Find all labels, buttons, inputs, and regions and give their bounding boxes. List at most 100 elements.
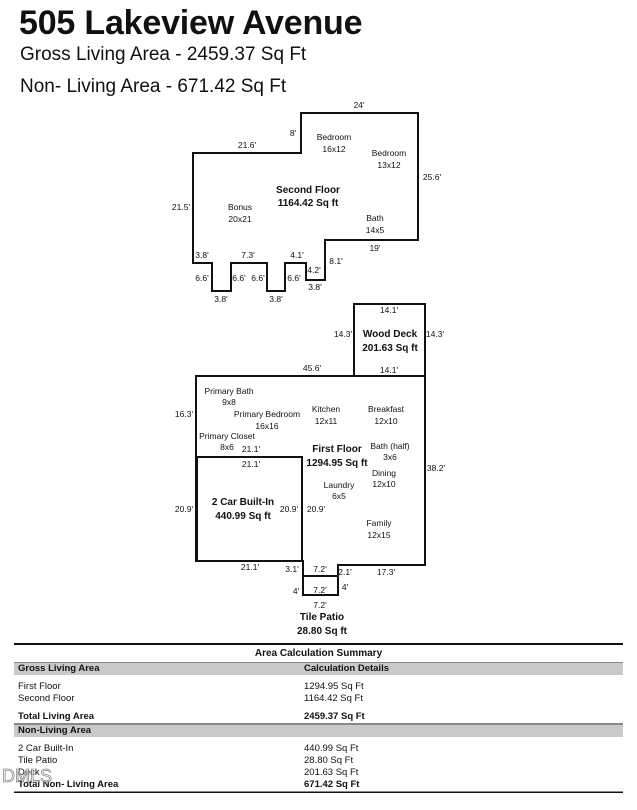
dim-label: 6.6' xyxy=(195,273,209,283)
table-row: Second Floor 1164.42 Sq Ft xyxy=(14,693,623,705)
dim-label: 3.8' xyxy=(269,294,283,304)
dim-label: 25.6' xyxy=(423,172,442,182)
row-value: 1164.42 Sq Ft xyxy=(304,693,363,704)
summary-title: Area Calculation Summary xyxy=(254,648,383,659)
row-label: Second Floor xyxy=(18,693,75,704)
row-value: 440.99 Sq Ft xyxy=(304,743,359,754)
dim-label: 2.1' xyxy=(338,567,352,577)
dim-label: 20.9' xyxy=(175,504,194,514)
table-row: Deck 201.63 Sq Ft xyxy=(14,767,623,779)
dim-label: 20.9' xyxy=(280,504,299,514)
non-living-area: Non- Living Area - 671.42 Sq Ft xyxy=(20,76,287,97)
room-size: 12x11 xyxy=(315,416,338,426)
dim-label: 21.1' xyxy=(241,562,260,572)
room-size: 16x12 xyxy=(322,144,345,154)
dim-label: 14.1' xyxy=(380,365,399,375)
calc-header: Calculation Details xyxy=(304,663,389,674)
table-row: Tile Patio 28.80 Sq Ft xyxy=(14,755,623,767)
row-value: 2459.37 Sq Ft xyxy=(304,711,365,722)
row-label: Total Non- Living Area xyxy=(18,779,119,790)
dim-label: 4.1' xyxy=(290,250,304,260)
dim-label: 21.1' xyxy=(242,459,261,469)
dim-label: 6.6' xyxy=(232,273,246,283)
total-row: Total Living Area 2459.37 Sq Ft xyxy=(14,711,623,724)
garage-name: 2 Car Built-In xyxy=(212,497,274,508)
room-name: Dining xyxy=(372,468,396,478)
garage-area: 440.99 Sq ft xyxy=(215,511,271,522)
dim-label: 21.5' xyxy=(172,202,191,212)
table-row: First Floor 1294.95 Sq Ft xyxy=(14,681,623,693)
floor-plan: 24' 8' 21.6' 25.6' 21.5' 19' 8.1' 3.8' 7… xyxy=(172,100,446,637)
dim-label: 14.3' xyxy=(426,329,445,339)
dim-label: 17.3' xyxy=(377,567,396,577)
dim-label: 14.3' xyxy=(334,329,353,339)
floor-name: First Floor xyxy=(312,444,362,455)
dim-label: 19' xyxy=(369,243,380,253)
room-name: Bedroom xyxy=(317,132,352,142)
patio-name: Tile Patio xyxy=(300,612,344,623)
dim-label: 7.3' xyxy=(241,250,255,260)
dim-label: 45.6' xyxy=(303,363,322,373)
dim-label: 8' xyxy=(290,128,297,138)
room-name: Bonus xyxy=(228,202,252,212)
floor-area: 1164.42 Sq ft xyxy=(278,198,339,209)
watermark-text: DMLS xyxy=(2,766,52,786)
floor-area: 1294.95 Sq ft xyxy=(306,458,368,469)
deck-area: 201.63 Sq ft xyxy=(362,343,418,354)
dim-label: 4.2' xyxy=(307,265,321,275)
room-size: 14x5 xyxy=(366,225,385,235)
room-size: 8x6 xyxy=(220,442,234,452)
room-size: 13x12 xyxy=(377,160,400,170)
room-size: 9x8 xyxy=(222,397,236,407)
room-name: Breakfast xyxy=(368,404,405,414)
room-name: Bath xyxy=(366,213,384,223)
patio-area: 28.80 Sq ft xyxy=(297,626,348,637)
dim-label: 7.2' xyxy=(313,564,327,574)
room-size: 12x15 xyxy=(367,530,390,540)
garage-outline xyxy=(196,456,303,562)
room-name: Family xyxy=(366,518,392,528)
nla-header-row: Non-Living Area xyxy=(14,724,623,737)
property-address: 505 Lakeview Avenue xyxy=(19,4,363,42)
room-size: 12x10 xyxy=(372,479,395,489)
dim-label: 3.8' xyxy=(214,294,228,304)
dim-label: 3.8' xyxy=(195,250,209,260)
dim-label: 6.6' xyxy=(251,273,265,283)
row-value: 28.80 Sq Ft xyxy=(304,755,354,766)
room-name: Primary Closet xyxy=(199,431,255,441)
area-summary-table: Area Calculation Summary Gross Living Ar… xyxy=(14,643,623,793)
floor-name: Second Floor xyxy=(276,185,340,196)
dim-label: 6.6' xyxy=(287,273,301,283)
row-label: Total Living Area xyxy=(18,711,95,722)
dim-label: 8.1' xyxy=(329,256,343,266)
room-name: Kitchen xyxy=(312,404,341,414)
gla-header-row: Gross Living Area Calculation Details xyxy=(14,662,623,675)
mls-watermark-logo: DMLS xyxy=(2,766,53,787)
room-size: 6x5 xyxy=(332,491,346,501)
gla-header: Gross Living Area xyxy=(18,663,100,674)
row-label: Tile Patio xyxy=(18,755,58,766)
total-row: Total Non- Living Area 671.42 Sq Ft xyxy=(14,779,623,792)
room-name: Bedroom xyxy=(372,148,407,158)
table-row: 2 Car Built-In 440.99 Sq Ft xyxy=(14,743,623,755)
room-name: Laundry xyxy=(324,480,355,490)
room-name: Bath (half) xyxy=(370,441,409,451)
second-floor-outline xyxy=(192,112,419,292)
deck-name: Wood Deck xyxy=(363,329,418,340)
dim-label: 21.6' xyxy=(238,140,257,150)
room-name: Primary Bath xyxy=(204,386,253,396)
gross-living-area: Gross Living Area - 2459.37 Sq Ft xyxy=(20,44,307,65)
room-size: 20x21 xyxy=(228,214,251,224)
dim-label: 16.3' xyxy=(175,409,194,419)
row-label: First Floor xyxy=(18,681,61,692)
nla-header: Non-Living Area xyxy=(18,725,92,736)
row-value: 671.42 Sq Ft xyxy=(304,779,360,790)
dim-label: 24' xyxy=(353,100,364,110)
row-value: 1294.95 Sq Ft xyxy=(304,681,364,692)
dim-label: 20.9' xyxy=(307,504,326,514)
dim-label: 4' xyxy=(293,586,300,596)
row-label: 2 Car Built-In xyxy=(18,743,74,754)
room-size: 12x10 xyxy=(374,416,397,426)
tile-patio-outline xyxy=(302,575,339,596)
dim-label: 21.1' xyxy=(242,444,261,454)
